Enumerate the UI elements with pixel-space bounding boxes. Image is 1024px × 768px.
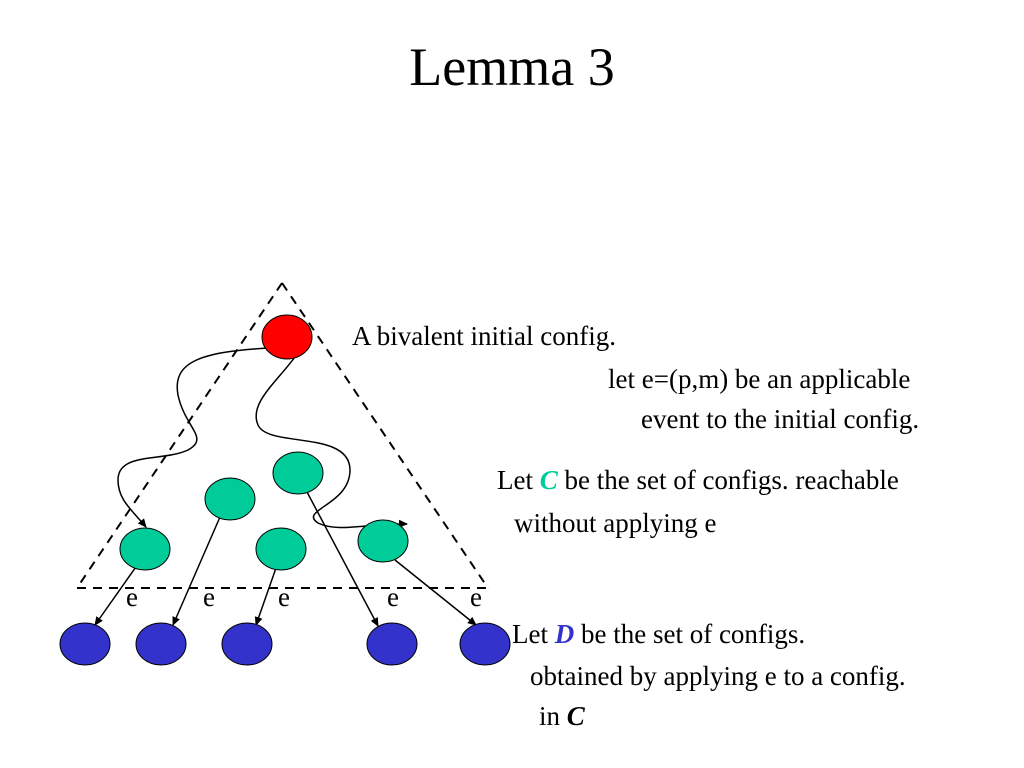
d-definition-line2: obtained by applying e to a config. bbox=[530, 661, 906, 691]
page-title: Lemma 3 bbox=[409, 37, 615, 97]
d-config-node bbox=[366, 622, 418, 666]
c-rest: be the set of configs. reachable bbox=[564, 465, 899, 495]
path-to-c-right bbox=[255, 349, 408, 529]
d-line3-symbol: C bbox=[566, 701, 585, 731]
d-definition-line1: Let D be the set of configs. bbox=[512, 618, 805, 650]
initial-config-node bbox=[261, 314, 313, 360]
edge-e-4 bbox=[306, 491, 379, 627]
edge-label-e: e bbox=[278, 582, 290, 612]
c-definition-line2: without applying e bbox=[514, 508, 717, 538]
edge-e-1 bbox=[94, 563, 139, 626]
d-symbol: D bbox=[554, 619, 575, 649]
c-config-node bbox=[357, 519, 409, 563]
edge-e-3 bbox=[254, 567, 277, 626]
c-config-node bbox=[204, 477, 256, 521]
c-config-node bbox=[272, 451, 324, 495]
edge-e-2 bbox=[172, 516, 221, 626]
d-config-node bbox=[135, 622, 187, 666]
c-config-node bbox=[255, 527, 307, 571]
c-config-node bbox=[119, 527, 171, 571]
d-prefix: Let bbox=[512, 619, 548, 649]
triangle-left-edge bbox=[76, 282, 283, 589]
event-annotation-line2: event to the initial config. bbox=[641, 404, 920, 434]
event-annotation-line1: let e=(p,m) be an applicable bbox=[608, 364, 911, 394]
c-definition-line1: Let C be the set of configs. reachable bbox=[497, 464, 899, 496]
path-to-c-left bbox=[117, 347, 269, 528]
edge-label-e: e bbox=[203, 582, 215, 612]
d-line3-prefix: in bbox=[539, 701, 561, 731]
edge-label-e: e bbox=[387, 582, 399, 612]
edge-label-e: e bbox=[470, 582, 482, 612]
d-config-node bbox=[221, 622, 273, 666]
d-config-node bbox=[59, 622, 111, 666]
d-config-node bbox=[459, 622, 511, 666]
d-rest: be the set of configs. bbox=[580, 619, 806, 649]
bivalent-annotation: A bivalent initial config. bbox=[352, 321, 616, 351]
c-prefix: Let bbox=[497, 465, 533, 495]
edge-e-5 bbox=[394, 559, 477, 626]
c-symbol: C bbox=[539, 465, 558, 495]
d-definition-line3: in C bbox=[539, 700, 585, 732]
edge-label-e: e bbox=[126, 582, 138, 612]
triangle-right-edge bbox=[281, 282, 489, 589]
